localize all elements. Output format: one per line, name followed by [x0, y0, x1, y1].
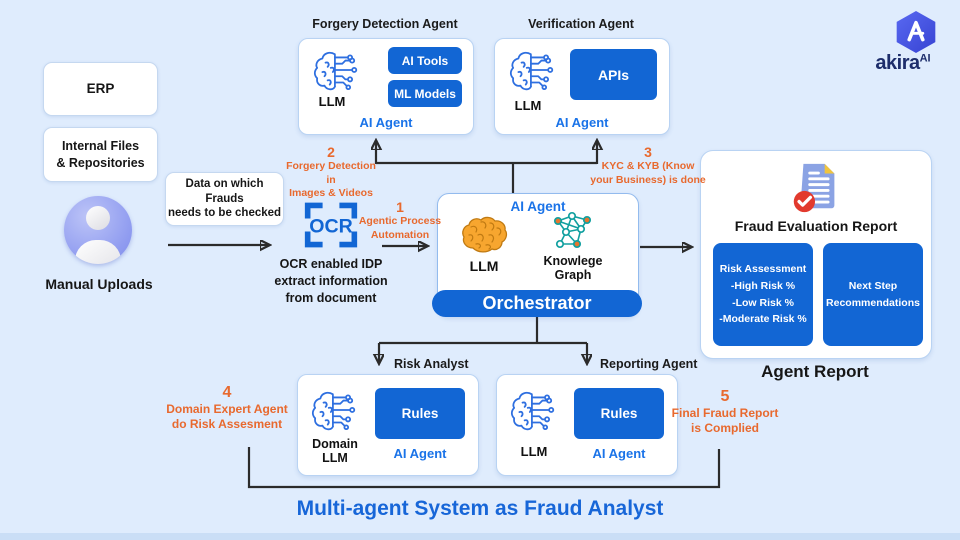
knowledge-graph-icon	[550, 211, 596, 253]
reporting-ai-agent-label: AI Agent	[592, 446, 646, 461]
internal-files-label: Internal Files & Repositories	[56, 139, 145, 170]
ocr-glyph: OCR	[309, 215, 353, 237]
person-head	[86, 206, 110, 230]
logo-a-mark	[907, 20, 925, 42]
step-2-label: 2 Forgery Detection in Images & Videos	[286, 144, 376, 199]
akira-brand-text: akiraAI	[875, 52, 931, 74]
forgery-llm-label: LLM	[318, 94, 346, 109]
report-document-icon	[787, 159, 845, 217]
risk-analyst-ai-agent-label: AI Agent	[393, 446, 447, 461]
step-4-label: 4 Domain Expert Agent do Risk Assesment	[166, 384, 288, 431]
fraud-report-title: Fraud Evaluation Report	[734, 218, 898, 234]
bottom-edge-strip	[0, 533, 960, 540]
verification-llm-label: LLM	[514, 98, 542, 113]
llm-brain-icon	[510, 389, 558, 433]
forgery-agent-title: Forgery Detection Agent	[312, 17, 458, 31]
ai-tools-button: AI Tools	[388, 47, 462, 74]
erp-box: ERP	[43, 62, 158, 116]
manual-uploads-icon	[64, 196, 132, 264]
fraud-report-card: Fraud Evaluation Report Risk Assessment …	[700, 150, 932, 359]
ocr-caption: OCR enabled IDP extract information from…	[274, 257, 388, 305]
brand-ai-suffix: AI	[919, 52, 931, 65]
data-note-box: Data on which Frauds needs to be checked	[165, 172, 284, 226]
orchestrator-ai-agent-label: AI Agent	[510, 199, 566, 214]
reporting-rules-button: Rules	[574, 388, 664, 439]
forgery-agent-box: LLM AI Tools ML Models AI Agent	[298, 38, 474, 135]
akira-logo-icon	[896, 11, 936, 53]
step-3-label: 3 KYC & KYB (Know your Business) is done	[590, 144, 706, 186]
verification-agent-title: Verification Agent	[528, 17, 634, 31]
risk-analyst-title: Risk Analyst	[394, 357, 469, 371]
apis-button: APIs	[570, 49, 657, 100]
orchestrator-bar: Orchestrator	[432, 290, 642, 317]
internal-files-box: Internal Files & Repositories	[43, 127, 158, 182]
next-steps-panel: Next Step Recommendations	[823, 243, 923, 346]
risk-assessment-panel: Risk Assessment -High Risk % -Low Risk %…	[713, 243, 813, 346]
knowledge-graph-label: Knowlege Graph	[543, 254, 603, 283]
risk-analyst-llm-label: Domain LLM	[312, 437, 358, 466]
llm-brain-icon	[311, 389, 359, 433]
llm-brain-icon	[313, 49, 361, 93]
reporting-agent-box: LLM Rules AI Agent	[496, 374, 678, 476]
risk-rules-button: Rules	[375, 388, 465, 439]
manual-uploads-label: Manual Uploads	[45, 276, 153, 292]
llm-brain-orange-icon	[459, 215, 509, 255]
ml-models-button: ML Models	[388, 80, 462, 107]
verification-agent-box: LLM APIs AI Agent	[494, 38, 670, 135]
ocr-icon: OCR	[304, 202, 358, 248]
reporting-agent-title: Reporting Agent	[600, 357, 698, 371]
llm-brain-icon	[509, 49, 557, 93]
agent-report-caption: Agent Report	[761, 362, 869, 381]
risk-analyst-box: Domain LLM Rules AI Agent	[297, 374, 479, 476]
verification-ai-agent-label: AI Agent	[555, 115, 609, 130]
data-note-label: Data on which Frauds needs to be checked	[167, 177, 282, 220]
step-5-label: 5 Final Fraud Report is Complied	[671, 388, 779, 435]
step-1-label: 1 Agentic Process Automation	[358, 199, 442, 241]
diagram-title: Multi-agent System as Fraud Analyst	[296, 497, 664, 520]
orchestrator-llm-label: LLM	[469, 258, 499, 274]
reporting-llm-label: LLM	[520, 444, 548, 459]
person-torso	[75, 240, 121, 264]
erp-label: ERP	[86, 81, 115, 97]
forgery-ai-agent-label: AI Agent	[359, 115, 413, 130]
